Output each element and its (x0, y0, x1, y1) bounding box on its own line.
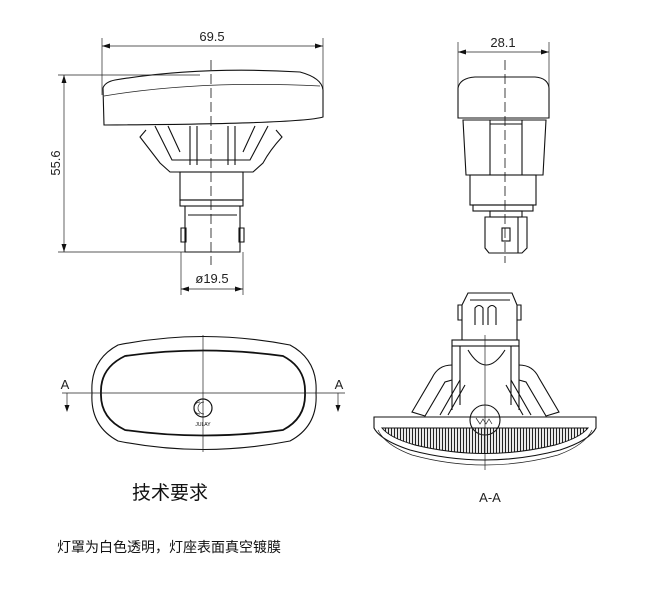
notes-text: 灯罩为白色透明，灯座表面真空镀膜 (57, 539, 281, 556)
side-view: 28.1 (457, 35, 550, 263)
diameter-dimension: ø19.5 (195, 271, 228, 286)
front-view: 69.5 55.6 ø19.5 (48, 29, 324, 295)
cut-label-left: A (61, 377, 70, 392)
top-view: JULAY A A (61, 335, 345, 452)
cap (102, 69, 324, 126)
section-view: A-A (373, 292, 597, 505)
width-dimension: 69.5 (199, 29, 224, 44)
section-label: A-A (479, 490, 501, 505)
notes-title: 技术要求 (132, 482, 208, 504)
side-width-dimension: 28.1 (490, 35, 515, 50)
height-dimension: 55.6 (48, 150, 63, 175)
cut-label-right: A (335, 377, 344, 392)
connector (180, 206, 245, 253)
